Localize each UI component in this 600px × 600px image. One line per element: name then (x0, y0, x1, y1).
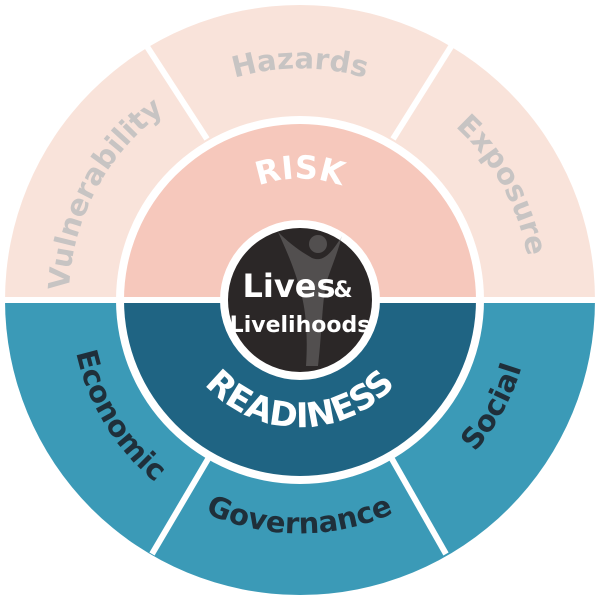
center-ampersand: & (333, 278, 352, 303)
center-circle (228, 228, 372, 372)
divider-governance-social (389, 457, 449, 556)
divider-vulnerability-hazards (143, 43, 210, 141)
center-title: Lives (243, 267, 336, 305)
divider-economic-governance (149, 457, 211, 556)
inner-label-risk: RISK (251, 148, 350, 193)
divider-hazards-exposure (390, 43, 455, 141)
inner-ring-readiness-half (124, 300, 476, 476)
person-figure-icon (278, 232, 342, 366)
center-subtitle: Livelihoods (230, 313, 371, 338)
inner-ring-risk-half (124, 124, 476, 300)
